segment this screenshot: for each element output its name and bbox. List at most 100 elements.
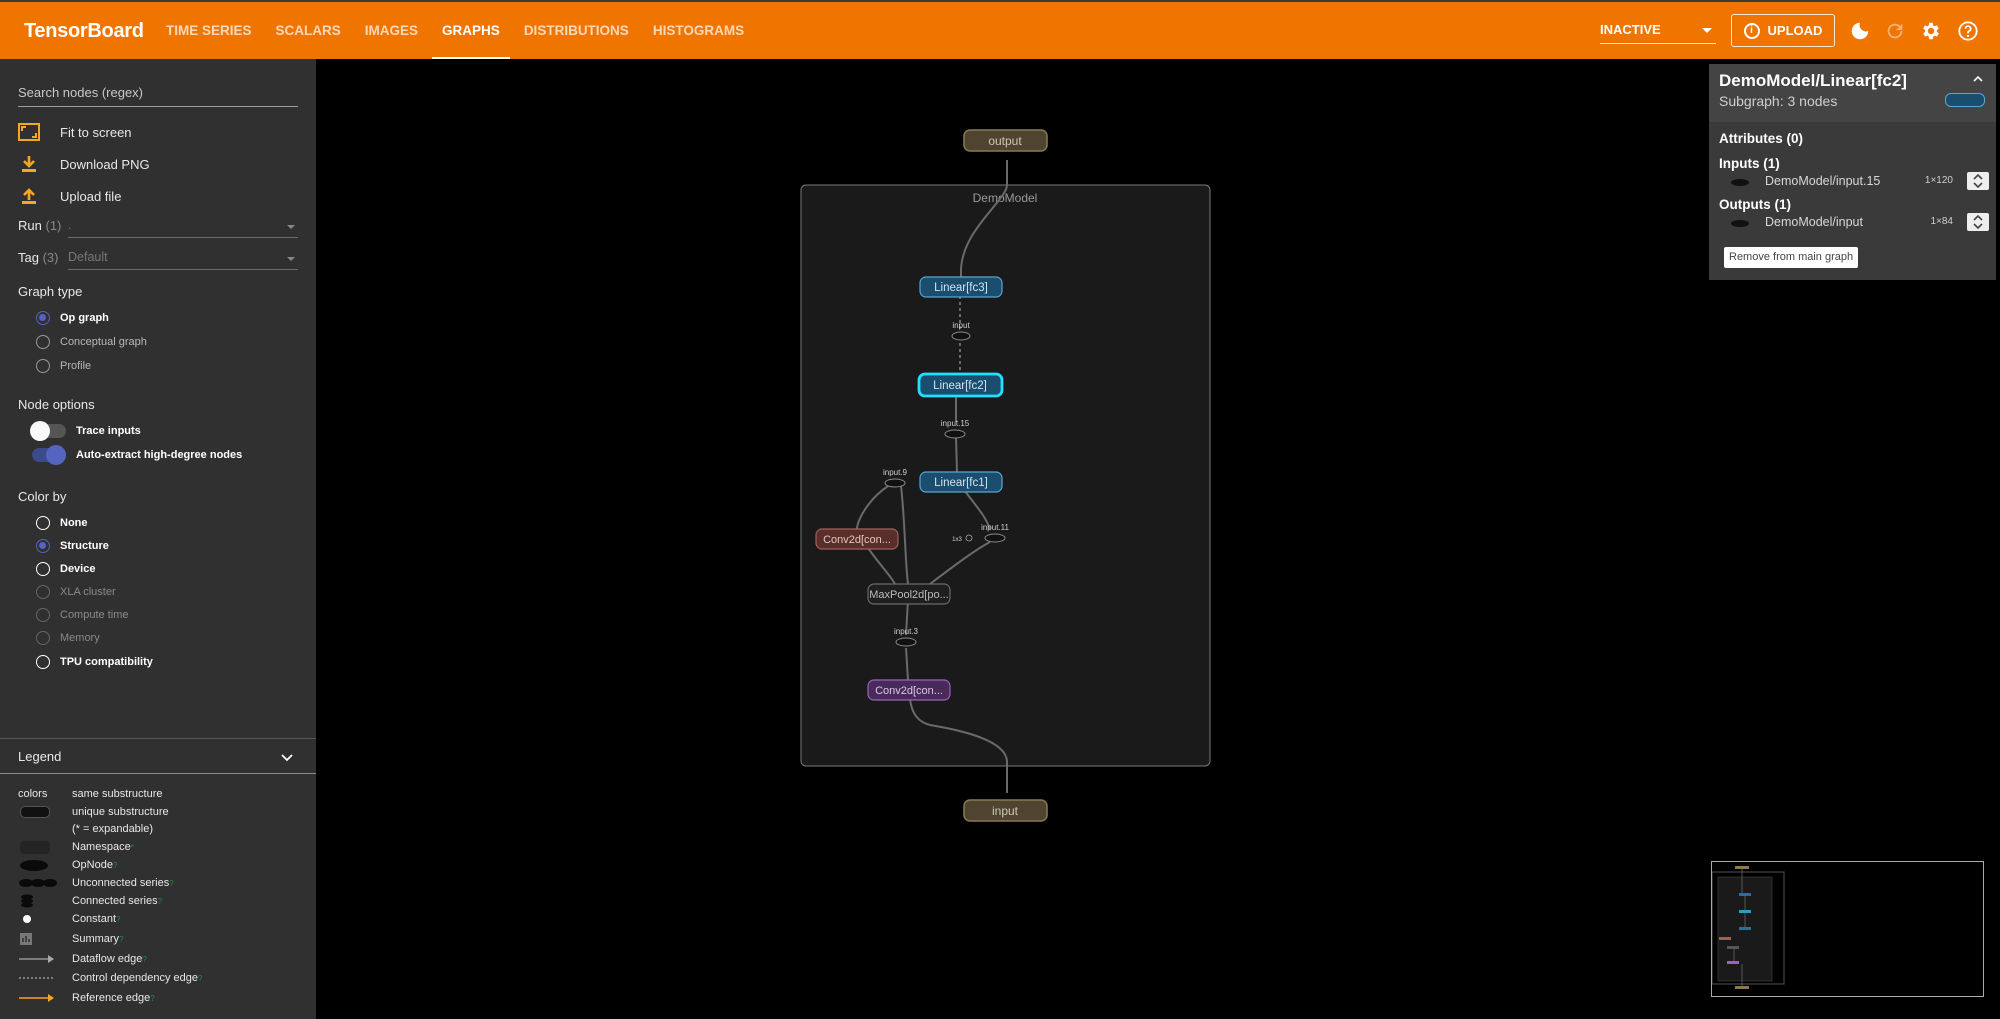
namespace-demomodel[interactable]: DemoModel xyxy=(800,184,1211,767)
input-name[interactable]: DemoModel/input.15 xyxy=(1765,174,1881,188)
fit-to-screen-button[interactable]: Fit to screen xyxy=(18,121,132,143)
chevron-up-icon[interactable] xyxy=(1973,75,1983,82)
node-maxpool2d[interactable]: MaxPool2d[po... xyxy=(867,583,951,605)
auto-extract-toggle[interactable]: Auto-extract high-degree nodes xyxy=(32,445,242,465)
color-by-device[interactable]: Device xyxy=(36,561,95,577)
run-select[interactable]: . xyxy=(68,218,298,238)
download-png-button[interactable]: Download PNG xyxy=(18,153,150,175)
op-node-input-15[interactable]: input.15 xyxy=(941,419,970,439)
node-linear-fc3[interactable]: Linear[fc3] xyxy=(919,276,1003,298)
edge-input3-conv xyxy=(905,647,909,681)
radio-button[interactable] xyxy=(36,608,50,622)
dataflow-edge-icon xyxy=(19,955,54,963)
tag-select[interactable]: Default xyxy=(68,250,298,270)
tab-time-series[interactable]: TIME SERIES xyxy=(166,23,252,38)
radio-button[interactable] xyxy=(36,311,50,325)
toggle-switch[interactable] xyxy=(32,445,66,465)
chevron-down-icon xyxy=(287,257,295,261)
constant-node[interactable] xyxy=(965,534,973,542)
graph-canvas[interactable]: DemoModel output input Linear[fc3] Linea… xyxy=(316,59,2000,1019)
upload-button[interactable]: i UPLOAD xyxy=(1731,14,1835,47)
unconnected-series-swatch xyxy=(19,879,57,887)
op-node-input-3[interactable]: input.3 xyxy=(894,627,919,647)
legend-help-mark[interactable]: ? xyxy=(197,974,203,983)
radio-button[interactable] xyxy=(36,655,50,669)
dark-mode-icon[interactable] xyxy=(1849,20,1871,42)
radio-op-graph[interactable]: Op graph xyxy=(36,310,109,326)
toggle-switch[interactable] xyxy=(30,421,66,441)
legend-help-mark[interactable]: ? xyxy=(119,935,124,944)
color-by-tpu-compatibility[interactable]: TPU compatibility xyxy=(36,654,153,670)
tab-images[interactable]: IMAGES xyxy=(364,23,419,38)
output-node[interactable]: output xyxy=(963,129,1048,152)
legend-help-mark[interactable]: ? xyxy=(116,915,121,924)
tab-scalars[interactable]: SCALARS xyxy=(275,23,341,38)
upload-file-button[interactable]: Upload file xyxy=(18,185,121,207)
settings-gear-icon[interactable] xyxy=(1920,20,1942,42)
legend-reference-edge: Reference edge? xyxy=(18,991,308,1007)
input-row[interactable]: DemoModel/input.15 1×120 xyxy=(1719,172,1989,190)
node-info-card: DemoModel/Linear[fc2] Subgraph: 3 nodes … xyxy=(1709,64,1996,280)
color-by-xla-cluster[interactable]: XLA cluster xyxy=(36,584,116,600)
radio-button[interactable] xyxy=(36,359,50,373)
app-brand[interactable]: TensorBoard xyxy=(24,20,144,42)
input-node[interactable]: input xyxy=(963,799,1048,822)
expand-toggle-icon[interactable] xyxy=(1967,172,1989,190)
chevron-down-icon xyxy=(287,225,295,229)
search-nodes-input[interactable]: Search nodes (regex) xyxy=(18,85,298,107)
color-by-none[interactable]: None xyxy=(36,515,88,531)
remove-from-main-graph-button[interactable]: Remove from main graph xyxy=(1724,247,1859,268)
radio-button[interactable] xyxy=(36,585,50,599)
color-by-compute-time[interactable]: Compute time xyxy=(36,607,128,623)
legend-help-mark[interactable]: ? xyxy=(157,897,163,906)
trace-inputs-toggle[interactable]: Trace inputs xyxy=(30,421,141,441)
color-by-memory[interactable]: Memory xyxy=(36,630,100,646)
node-conv2d-a[interactable]: Conv2d[con... xyxy=(815,528,899,550)
graph-minimap[interactable] xyxy=(1711,861,1984,997)
edge-input15-fc1 xyxy=(955,436,958,473)
reload-icon[interactable] xyxy=(1884,20,1906,42)
radio-conceptual-graph[interactable]: Conceptual graph xyxy=(36,334,147,350)
plugin-status-select[interactable]: INACTIVE xyxy=(1600,16,1716,44)
color-by-structure[interactable]: Structure xyxy=(36,538,109,554)
tab-histograms[interactable]: HISTOGRAMS xyxy=(652,23,745,38)
legend-row-label: Dataflow edge xyxy=(72,953,143,965)
legend-help-mark[interactable]: ? xyxy=(112,861,118,870)
node-linear-fc2-selected[interactable]: Linear[fc2] xyxy=(917,372,1004,398)
run-label: Run xyxy=(18,218,42,233)
tab-graphs[interactable]: GRAPHS xyxy=(432,2,510,59)
legend-help-mark[interactable]: ? xyxy=(142,955,147,964)
op-node-input-11[interactable]: input.11 1x3 xyxy=(952,523,1009,543)
legend-row-label: Control dependency edge xyxy=(72,972,198,984)
radio-profile[interactable]: Profile xyxy=(36,358,91,374)
radio-button[interactable] xyxy=(36,335,50,349)
legend-row-label: Summary xyxy=(72,933,120,945)
expand-toggle-icon[interactable] xyxy=(1967,213,1989,231)
tab-distributions[interactable]: DISTRIBUTIONS xyxy=(523,23,629,38)
radio-button[interactable] xyxy=(36,516,50,530)
help-icon[interactable] xyxy=(1957,20,1979,42)
minimap-viewport[interactable] xyxy=(1711,871,1785,985)
node-conv2d-b[interactable]: Conv2d[con... xyxy=(867,679,951,701)
run-selector: Run (1) . xyxy=(18,218,298,240)
connected-series-swatch xyxy=(21,894,33,908)
radio-label: Device xyxy=(60,563,96,575)
legend-help-mark[interactable]: ? xyxy=(169,879,174,888)
radio-button[interactable] xyxy=(36,539,50,553)
legend-constant: Constant? xyxy=(18,912,308,928)
output-row[interactable]: DemoModel/input 1×84 xyxy=(1719,213,1989,231)
legend-title[interactable]: Legend xyxy=(18,749,62,764)
output-name[interactable]: DemoModel/input xyxy=(1765,215,1863,229)
op-node-input[interactable]: input xyxy=(951,321,971,341)
outputs-title: Outputs (1) xyxy=(1719,197,1791,212)
node-linear-fc1[interactable]: Linear[fc1] xyxy=(919,471,1003,493)
download-png-label: Download PNG xyxy=(60,156,150,172)
chevron-down-icon[interactable] xyxy=(281,754,293,762)
legend-row-label: Unconnected series xyxy=(72,877,170,889)
op-node-input-9[interactable]: input.9 xyxy=(883,468,908,488)
legend-row-label: Connected series xyxy=(72,895,158,907)
legend-help-mark[interactable]: ? xyxy=(150,994,155,1003)
radio-label: Profile xyxy=(60,360,92,372)
radio-button[interactable] xyxy=(36,631,50,645)
radio-button[interactable] xyxy=(36,562,50,576)
